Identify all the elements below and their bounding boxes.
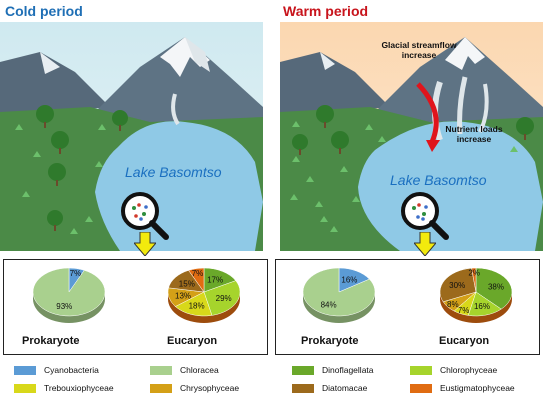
pie-side bbox=[440, 292, 512, 323]
pie-label: 84% bbox=[321, 301, 337, 310]
cold-down-arrow bbox=[134, 232, 156, 256]
cold-period-title: Cold period bbox=[5, 3, 83, 19]
cold-period-scene: Lake Basomtso bbox=[0, 22, 263, 251]
pie-slice-dinoflagellata bbox=[475, 267, 513, 310]
pie-label: 93% bbox=[56, 302, 72, 311]
legend-item-chrysophyceae: Chrysophyceae bbox=[150, 383, 239, 393]
pie-cold-eucaryon: 17% 29% 18% 13% 15%7% bbox=[167, 267, 241, 323]
legend-label: Chloracea bbox=[180, 365, 219, 375]
pie-label: 16% bbox=[341, 275, 357, 284]
pie-label: 13% bbox=[175, 291, 191, 300]
legend-swatch bbox=[410, 365, 432, 375]
pie-label: 38% bbox=[488, 283, 504, 292]
pie-label: 29% bbox=[216, 294, 232, 303]
legend-label: Chrysophyceae bbox=[180, 383, 240, 393]
label-eucaryon-cold: Eucaryon bbox=[167, 335, 218, 347]
legend-swatch bbox=[292, 383, 314, 393]
pie-slice-chloracea bbox=[302, 267, 376, 317]
pie-side bbox=[168, 292, 240, 323]
legend-item-trebouxiophyceae: Trebouxiophyceae bbox=[14, 383, 114, 393]
pie-cold-prokaryote: 7% 93% bbox=[32, 267, 106, 323]
streamflow-annotation: Glacial streamflow increase bbox=[381, 40, 457, 60]
legend-label: Diatomacae bbox=[322, 383, 368, 393]
pie-slice-eustigmatophyceae bbox=[188, 267, 205, 293]
pie-label: 15% bbox=[179, 279, 195, 288]
pie-label: 16% bbox=[474, 302, 490, 311]
lake-label-warm: Lake Basomtso bbox=[390, 172, 487, 188]
warm-pie-panel: 16% 84% 38% 16% 7%8% 30%2% Prokaryote Eucary… bbox=[275, 259, 540, 355]
pie-slice-diatomacae bbox=[439, 267, 477, 303]
label-prokaryote-cold: Prokaryote bbox=[22, 335, 80, 347]
pie-side bbox=[33, 292, 105, 323]
legend-swatch bbox=[410, 383, 432, 393]
pie-label: 8% bbox=[447, 300, 459, 309]
pie-warm-eucaryon: 38% 16% 7%8% 30%2% bbox=[439, 267, 513, 323]
pie-label: 7% bbox=[70, 269, 82, 278]
pie-slice-trebouxiophyceae bbox=[174, 291, 213, 317]
pie-label: 30% bbox=[449, 281, 465, 290]
pie-side bbox=[303, 292, 375, 323]
legend-swatch bbox=[14, 365, 36, 375]
cold-pie-panel: 7%93% 17%29%18%13%15%7% Prokaryote Eucar… bbox=[3, 259, 268, 355]
legend-item-eustigmatophyceae: Eustigmatophyceae bbox=[410, 383, 515, 393]
legend-label: Dinoflagellata bbox=[322, 365, 374, 375]
nutrient-annotation: Nutrient loads increase bbox=[445, 124, 503, 144]
pie-slice-chloracea bbox=[32, 267, 106, 317]
warm-period-scene: Glacial streamflow increase Nutrient loa… bbox=[280, 22, 543, 251]
label-prokaryote-warm: Prokaryote bbox=[301, 335, 359, 347]
pie-label: 17% bbox=[207, 276, 223, 285]
legend-item-diatomacae: Diatomacae bbox=[292, 383, 367, 393]
label-eucaryon-warm: Eucaryon bbox=[439, 335, 490, 347]
legend-label: Trebouxiophyceae bbox=[44, 383, 114, 393]
legend-swatch bbox=[14, 383, 36, 393]
legend-swatch bbox=[150, 383, 172, 393]
lake-label-cold: Lake Basomtso bbox=[125, 164, 222, 180]
pie-label: 18% bbox=[189, 302, 205, 311]
legend-label: Eustigmatophyceae bbox=[440, 383, 515, 393]
legend-item-chloracea: Chloracea bbox=[150, 365, 219, 375]
pie-warm-prokaryote: 16% 84% bbox=[302, 267, 376, 323]
pie-label: 7% bbox=[192, 269, 204, 278]
pie-label: 2% bbox=[468, 268, 480, 277]
warm-period-title: Warm period bbox=[283, 3, 369, 19]
legend: Cyanobacteria Chloracea Dinoflagellata C… bbox=[0, 361, 543, 400]
legend-item-cyanobacteria: Cyanobacteria bbox=[14, 365, 99, 375]
legend-label: Chlorophyceae bbox=[440, 365, 498, 375]
legend-item-chlorophyceae: Chlorophyceae bbox=[410, 365, 497, 375]
pie-slice-chlorophyceae bbox=[203, 280, 241, 316]
pie-label: 7% bbox=[458, 306, 470, 315]
pie-slice-eustigmatophyceae bbox=[471, 267, 477, 293]
legend-item-dinoflagellata: Dinoflagellata bbox=[292, 365, 374, 375]
legend-label: Cyanobacteria bbox=[44, 365, 99, 375]
legend-swatch bbox=[292, 365, 314, 375]
legend-swatch bbox=[150, 365, 172, 375]
warm-down-arrow bbox=[414, 232, 436, 256]
